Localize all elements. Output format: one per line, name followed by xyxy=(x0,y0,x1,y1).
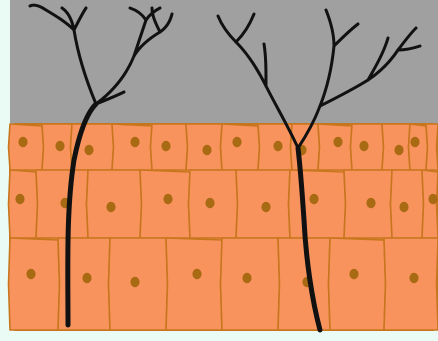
cell xyxy=(289,170,346,238)
cell-nucleus xyxy=(309,194,318,204)
cell-nucleus xyxy=(161,141,170,151)
cell-nucleus xyxy=(82,273,91,283)
cell-nucleus xyxy=(333,137,342,147)
cell xyxy=(9,124,44,170)
cell-nucleus xyxy=(232,137,241,147)
cell xyxy=(221,124,260,170)
cell xyxy=(9,170,38,238)
cell-nucleus xyxy=(428,194,437,204)
cell-nucleus xyxy=(192,269,201,279)
cell xyxy=(9,238,60,330)
cell-nucleus xyxy=(130,277,139,287)
cell-nucleus xyxy=(359,141,368,151)
cell-nucleus xyxy=(205,198,214,208)
cell xyxy=(384,238,438,330)
cell-nucleus xyxy=(409,273,418,283)
cell-nucleus xyxy=(410,137,419,147)
cell xyxy=(318,124,352,170)
cell xyxy=(112,124,152,170)
cell-nucleus xyxy=(130,137,139,147)
cell-nucleus xyxy=(18,137,27,147)
cell-nucleus xyxy=(349,269,358,279)
cell-nucleus xyxy=(261,202,270,212)
cell xyxy=(329,238,386,330)
cell-nucleus xyxy=(399,202,408,212)
cell-nucleus xyxy=(366,198,375,208)
cell-nucleus xyxy=(242,273,251,283)
cell-nucleus xyxy=(26,269,35,279)
cell-layer-deep xyxy=(9,238,438,330)
cell xyxy=(221,238,280,330)
cell xyxy=(166,238,222,330)
cell-nucleus xyxy=(55,141,64,151)
cell-nucleus xyxy=(84,145,93,155)
cell xyxy=(422,170,438,238)
cell-nucleus xyxy=(163,194,172,204)
cell-nucleus xyxy=(273,141,282,151)
cell xyxy=(409,124,428,170)
upper-gray-zone xyxy=(10,0,438,126)
cell xyxy=(140,170,190,238)
cell-nucleus xyxy=(394,145,403,155)
cell-nucleus xyxy=(106,202,115,212)
cell-nucleus xyxy=(15,194,24,204)
cell-nucleus xyxy=(202,145,211,155)
cell xyxy=(426,124,438,170)
